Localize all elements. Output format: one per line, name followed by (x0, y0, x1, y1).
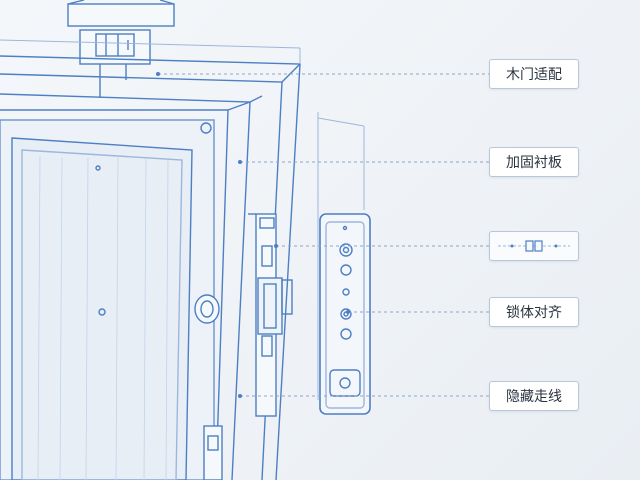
callout-latch (489, 231, 579, 261)
bottom-bolt (203, 425, 223, 480)
leader-lines (158, 73, 489, 397)
mortise-lock-body (248, 213, 293, 417)
callout-wood-door: 木门适配 (489, 59, 579, 89)
callout-lock-align: 锁体对齐 (489, 297, 579, 327)
callout-label: 锁体对齐 (506, 305, 562, 321)
leader-dots (156, 72, 350, 398)
smart-lock-panel (319, 213, 371, 415)
latch-icon (498, 240, 570, 252)
door-leaf (0, 119, 215, 480)
door-handle (194, 294, 220, 324)
callout-hidden-wiring: 隐藏走线 (489, 381, 579, 411)
callout-label: 加固衬板 (506, 155, 562, 171)
door-closer (67, 0, 175, 98)
callout-label: 木门适配 (506, 67, 562, 83)
callout-label: 隐藏走线 (506, 389, 562, 405)
callout-reinforcement: 加固衬板 (489, 147, 579, 177)
